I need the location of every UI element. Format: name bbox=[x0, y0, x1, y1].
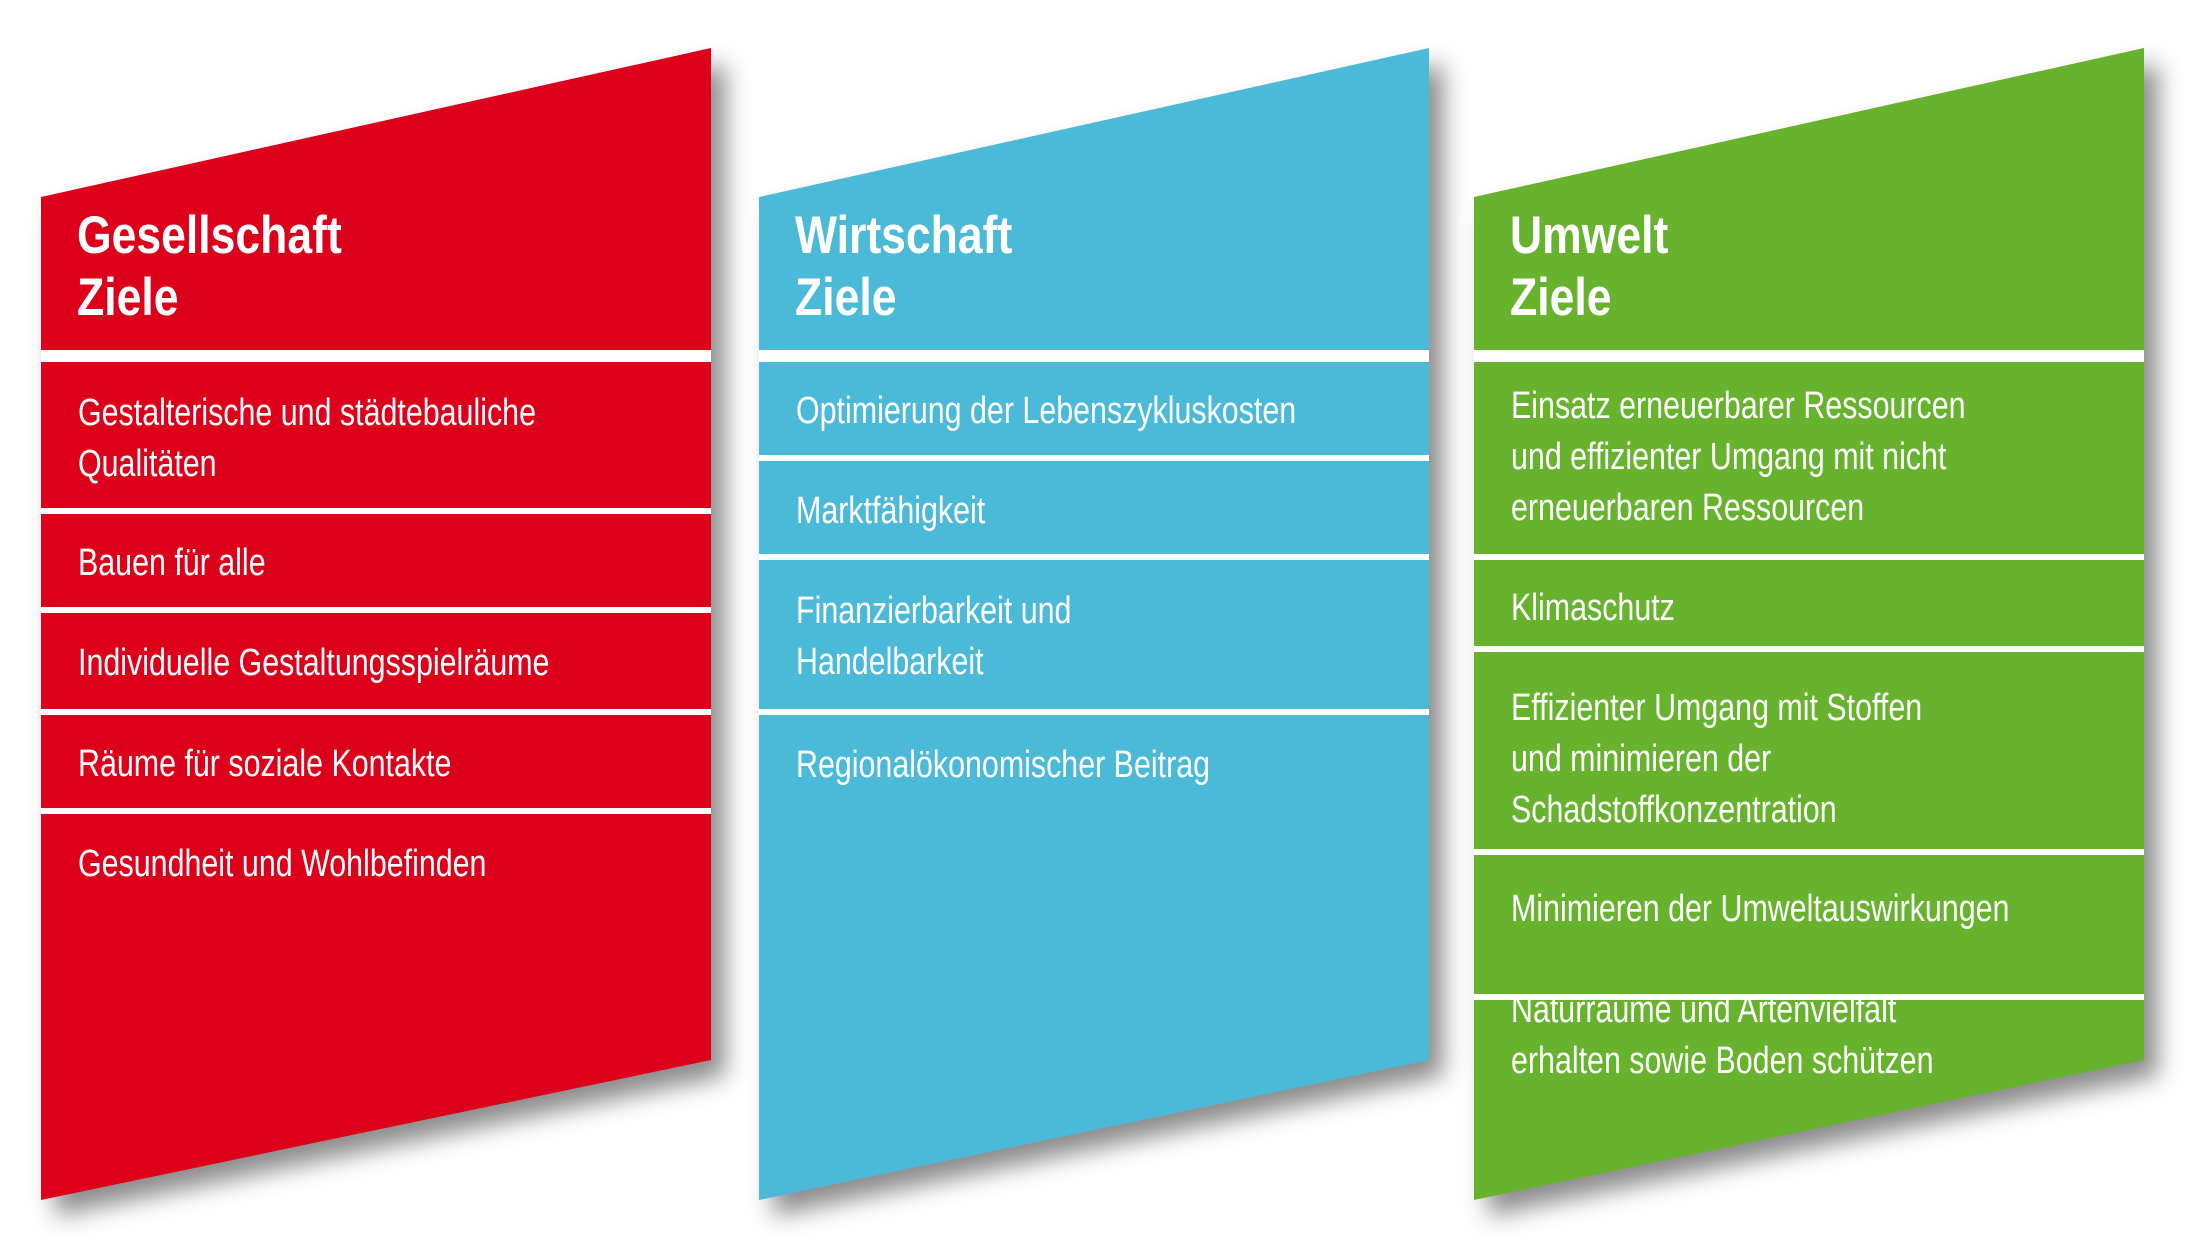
column-umwelt: Umwelt Ziele Einsatz erneuerbarer Ressou… bbox=[1474, 0, 2144, 1255]
goal-text-line: Gesundheit und Wohlbefinden bbox=[78, 843, 487, 885]
goal-item: Finanzierbarkeit und Handelbarkeit bbox=[796, 586, 1071, 688]
goal-item: Gesundheit und Wohlbefinden bbox=[78, 839, 486, 890]
goal-text-line: Finanzierbarkeit und bbox=[796, 590, 1072, 632]
goal-text-line: Minimieren der Umweltauswirkungen bbox=[1511, 888, 2010, 930]
goal-text-line: Räume für soziale Kontakte bbox=[78, 743, 452, 785]
header-divider bbox=[1474, 350, 2144, 362]
title-line-1: Wirtschaft bbox=[795, 206, 1013, 265]
goal-item: Räume für soziale Kontakte bbox=[78, 739, 451, 790]
item-divider bbox=[1474, 554, 2144, 560]
goal-text-line: Klimaschutz bbox=[1511, 587, 1675, 629]
goal-text-line: Naturräume und Artenvielfalt bbox=[1511, 989, 1897, 1031]
column-title: Wirtschaft Ziele bbox=[795, 205, 1012, 329]
goal-item: Minimieren der Umweltauswirkungen bbox=[1511, 884, 2009, 935]
item-divider bbox=[759, 554, 1429, 560]
goal-text-line: und effizienter Umgang mit nicht bbox=[1511, 436, 1947, 478]
goal-text-line: Optimierung der Lebenszykluskosten bbox=[796, 390, 1297, 432]
panel-umwelt: Umwelt Ziele Einsatz erneuerbarer Ressou… bbox=[1474, 48, 2144, 1200]
goal-text-line: erhalten sowie Boden schützen bbox=[1511, 1040, 1934, 1082]
goal-text-line: Regionalökonomischer Beitrag bbox=[796, 744, 1211, 786]
panel-wirtschaft: Wirtschaft Ziele Optimierung der Lebensz… bbox=[759, 48, 1429, 1200]
item-divider bbox=[1474, 849, 2144, 855]
item-divider bbox=[759, 709, 1429, 715]
goal-item: Optimierung der Lebenszykluskosten bbox=[796, 386, 1296, 437]
goal-text-line: Gestalterische und städtebauliche bbox=[78, 392, 536, 434]
goal-text-line: Marktfähigkeit bbox=[796, 490, 986, 532]
title-line-2: Ziele bbox=[795, 268, 897, 327]
goal-text-line: erneuerbaren Ressourcen bbox=[1511, 487, 1865, 529]
goal-item: Effizienter Umgang mit Stoffen und minim… bbox=[1511, 683, 1922, 836]
goal-item: Regionalökonomischer Beitrag bbox=[796, 740, 1210, 791]
title-line-2: Ziele bbox=[77, 268, 179, 327]
item-divider bbox=[759, 455, 1429, 461]
title-line-2: Ziele bbox=[1510, 268, 1612, 327]
goal-text-line: Individuelle Gestaltungsspielräume bbox=[78, 642, 550, 684]
item-divider bbox=[41, 808, 711, 814]
title-line-1: Umwelt bbox=[1510, 206, 1669, 265]
item-divider bbox=[41, 508, 711, 514]
goal-text-line: und minimieren der bbox=[1511, 738, 1772, 780]
item-divider bbox=[41, 709, 711, 715]
goal-item: Marktfähigkeit bbox=[796, 486, 985, 537]
item-divider bbox=[41, 607, 711, 613]
goal-item: Gestalterische und städtebauliche Qualit… bbox=[78, 388, 536, 490]
column-title: Umwelt Ziele bbox=[1510, 205, 1668, 329]
goal-text-line: Handelbarkeit bbox=[796, 641, 984, 683]
column-title: Gesellschaft Ziele bbox=[77, 205, 342, 329]
goal-text-line: Einsatz erneuerbarer Ressourcen bbox=[1511, 385, 1966, 427]
goal-text-line: Qualitäten bbox=[78, 443, 217, 485]
goal-text-line: Bauen für alle bbox=[78, 542, 266, 584]
header-divider bbox=[759, 350, 1429, 362]
title-line-1: Gesellschaft bbox=[77, 206, 342, 265]
header-divider bbox=[41, 350, 711, 362]
panel-gesellschaft: Gesellschaft Ziele Gestalterische und st… bbox=[41, 48, 711, 1200]
goal-text-line: Schadstoffkonzentration bbox=[1511, 789, 1837, 831]
goal-item: Bauen für alle bbox=[78, 538, 266, 589]
goal-item: Naturräume und Artenvielfalt erhalten so… bbox=[1511, 985, 1934, 1087]
item-divider bbox=[1474, 646, 2144, 652]
goal-item: Einsatz erneuerbarer Ressourcen und effi… bbox=[1511, 381, 1966, 534]
goal-item: Individuelle Gestaltungsspielräume bbox=[78, 638, 549, 689]
goal-text-line: Effizienter Umgang mit Stoffen bbox=[1511, 687, 1923, 729]
item-divider bbox=[1474, 994, 2144, 1000]
column-wirtschaft: Wirtschaft Ziele Optimierung der Lebensz… bbox=[759, 0, 1429, 1255]
column-gesellschaft: Gesellschaft Ziele Gestalterische und st… bbox=[41, 0, 711, 1255]
goal-item: Klimaschutz bbox=[1511, 583, 1675, 634]
